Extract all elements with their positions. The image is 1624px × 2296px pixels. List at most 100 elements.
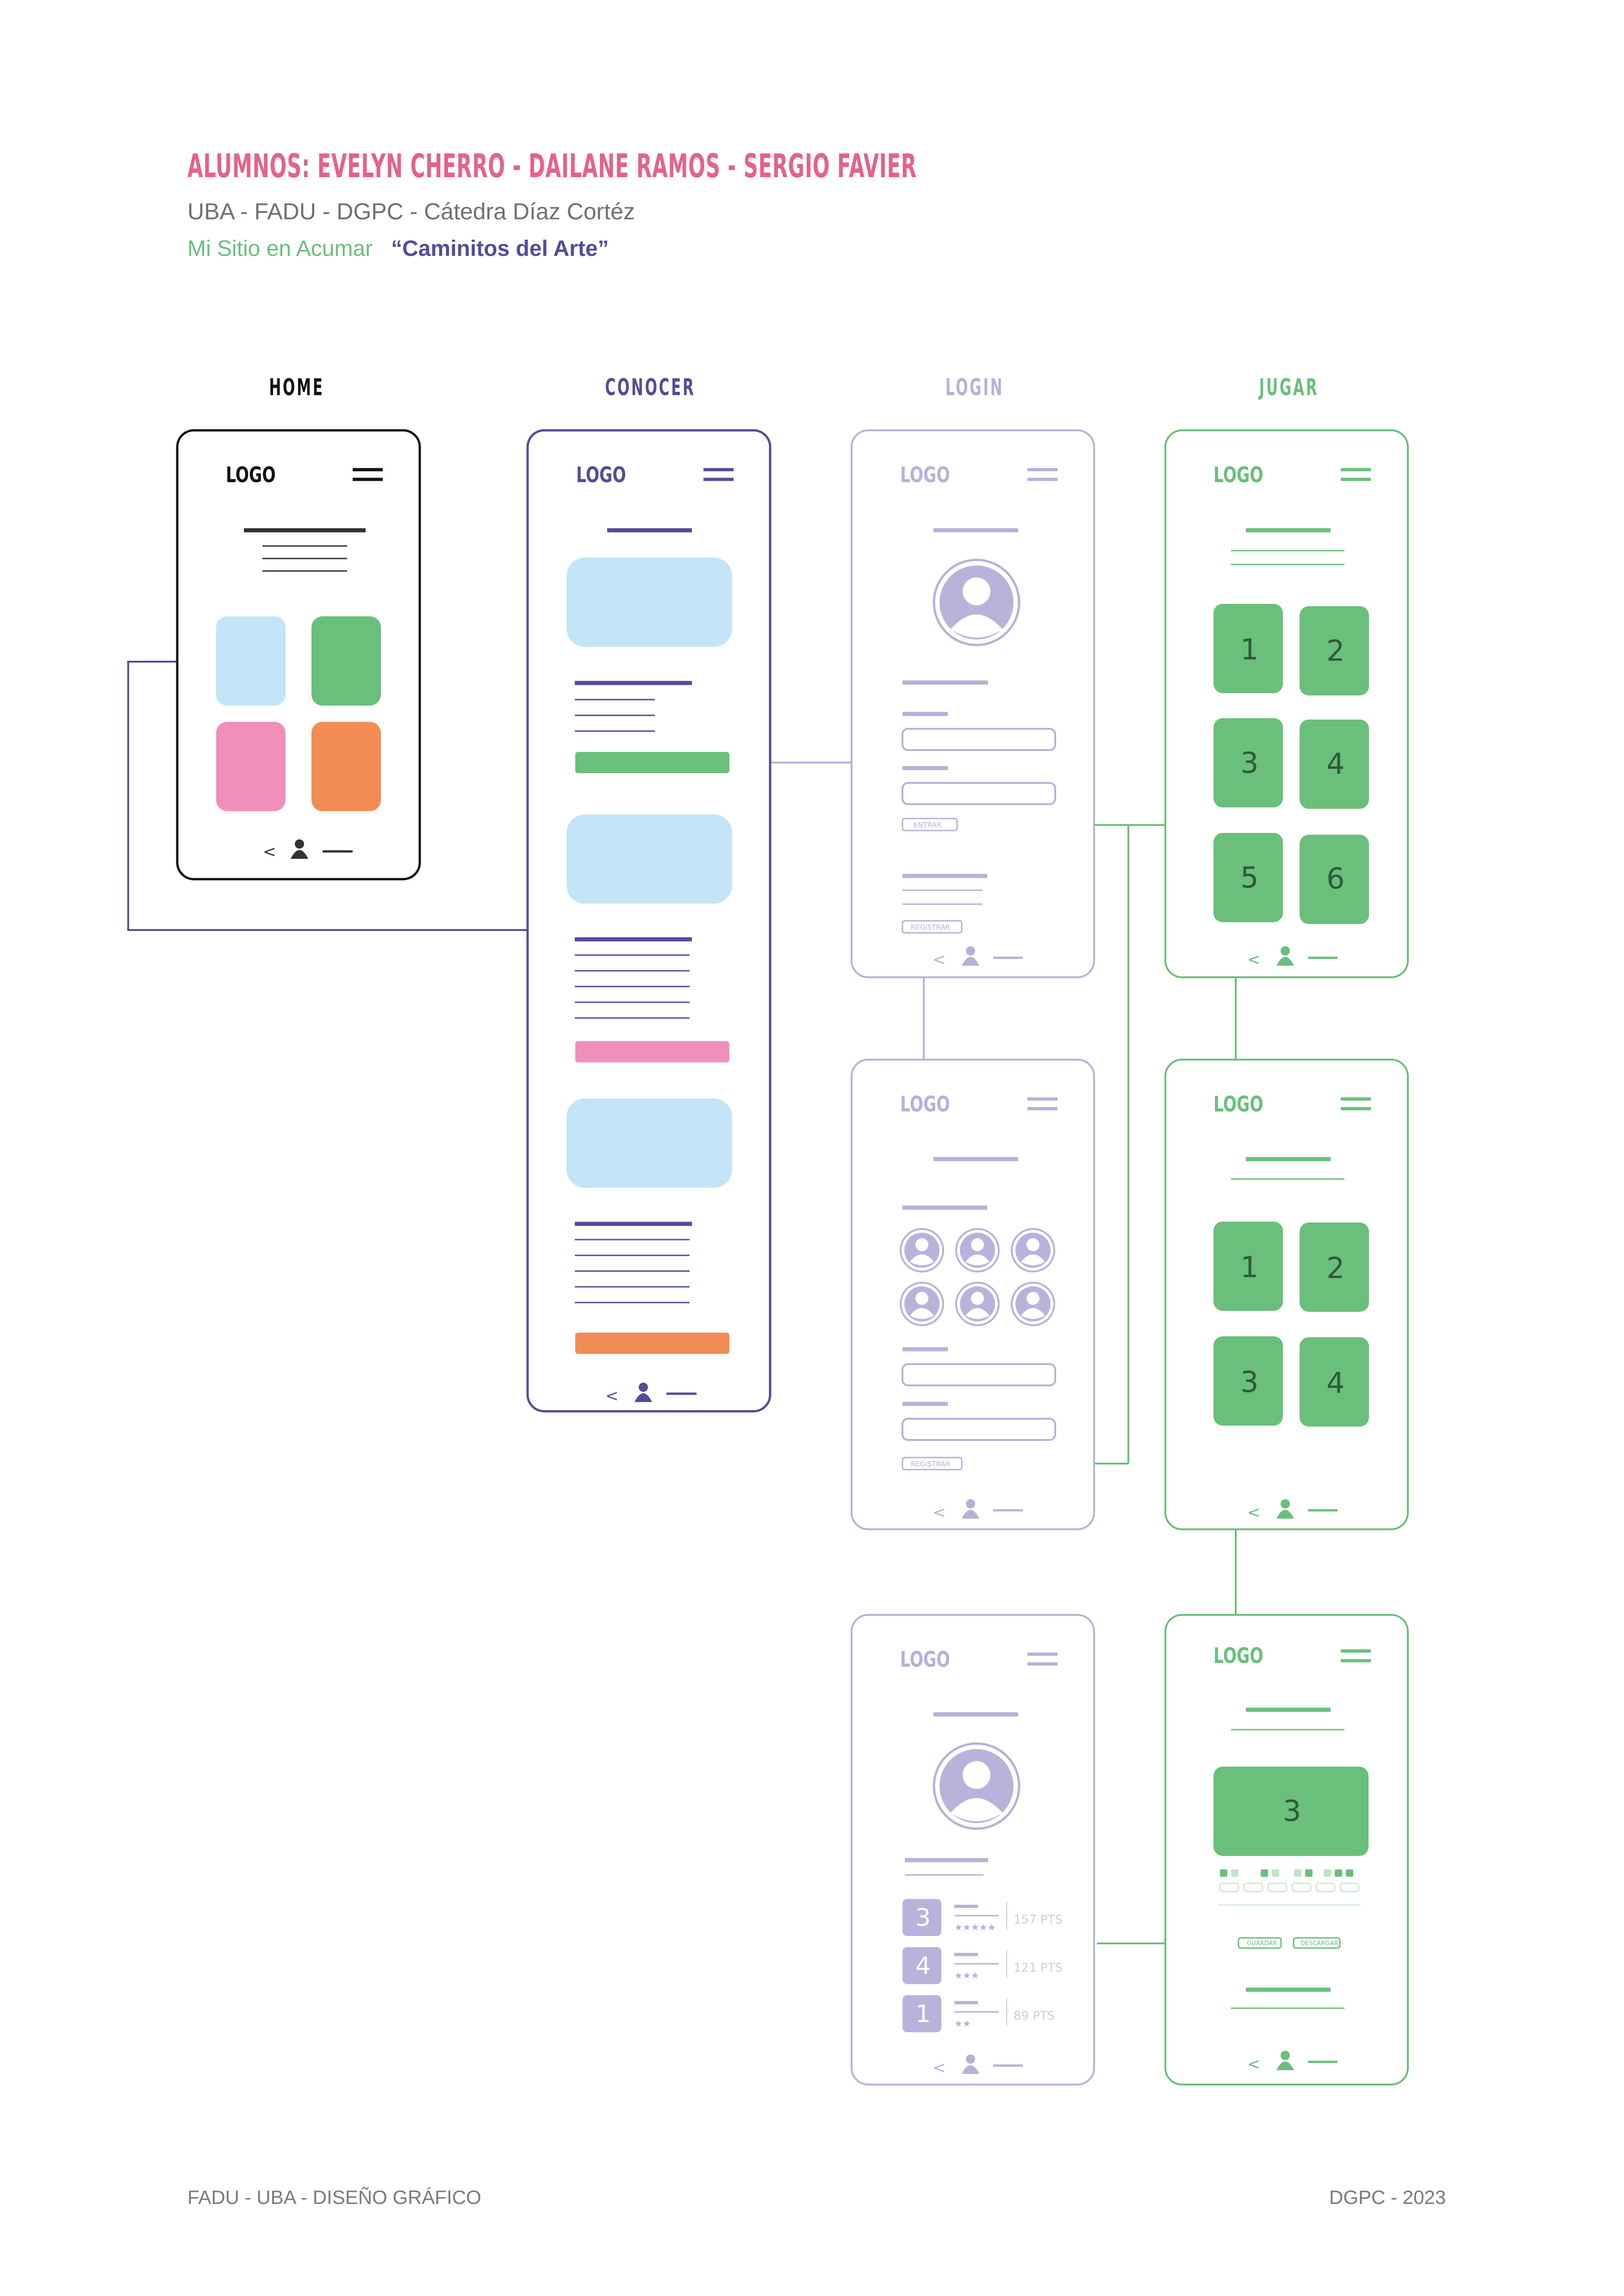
home-tile-pink[interactable] xyxy=(216,722,286,811)
user-icon xyxy=(635,1383,652,1402)
user-icon xyxy=(962,1499,979,1519)
avatar-option-icon xyxy=(900,1228,944,1272)
svg-text:1: 1 xyxy=(1240,1250,1258,1284)
avatar-option-icon xyxy=(900,1282,944,1326)
page-title: ALUMNOS: EVELYN CHERRO - DAILANE RAMOS -… xyxy=(187,147,917,185)
level-tile[interactable]: 3 xyxy=(1213,718,1283,807)
back-icon: < xyxy=(933,1503,946,1522)
column-header-login: LOGIN xyxy=(945,374,1004,401)
menu-icon[interactable] xyxy=(353,468,383,481)
level-tile[interactable]: 1 xyxy=(1213,1222,1283,1311)
bottom-nav: < xyxy=(605,1383,697,1405)
register-link-label: REGISTRAR xyxy=(911,923,950,931)
cta-button-green[interactable] xyxy=(575,752,729,773)
ranking-points: 89 PTS xyxy=(1014,2009,1055,2023)
ranking-points: 157 PTS xyxy=(1014,1913,1063,1927)
password-field[interactable] xyxy=(902,782,1056,805)
ranking-row: 1 ★★ 89 PTS xyxy=(902,1995,1055,2032)
ranking-row: 3 ★★★★★ 157 PTS xyxy=(902,1899,1063,1936)
ranking-row: 4 ★★★ 121 PTS xyxy=(902,1947,1063,1984)
ranking-stars: ★★★ xyxy=(954,1970,979,1981)
bottom-nav: < xyxy=(933,2054,1023,2077)
register-link[interactable]: REGISTRAR xyxy=(902,920,963,934)
menu-icon[interactable] xyxy=(1341,468,1371,481)
register-field-1[interactable] xyxy=(902,1363,1056,1386)
project-line: Mi Sitio en Acumar “Caminitos del Arte” xyxy=(187,236,609,261)
save-button-label: GUARDAR xyxy=(1247,1940,1277,1947)
cta-button-pink[interactable] xyxy=(575,1041,729,1062)
current-level-panel[interactable]: 3 xyxy=(1213,1767,1369,1856)
svg-text:3: 3 xyxy=(1240,746,1258,780)
home-tile-jugar[interactable] xyxy=(311,616,381,706)
svg-text:4: 4 xyxy=(1326,747,1344,781)
footer-left: FADU - UBA - DISEÑO GRÁFICO xyxy=(187,2186,481,2208)
bottom-nav: < xyxy=(1247,2051,1338,2073)
user-icon xyxy=(1276,946,1294,966)
bottom-nav: < xyxy=(263,839,353,861)
back-icon: < xyxy=(263,843,276,861)
level-tile[interactable]: 3 xyxy=(1213,1336,1283,1426)
menu-icon[interactable] xyxy=(1341,1649,1371,1663)
project-name: “Caminitos del Arte” xyxy=(391,236,609,261)
download-button[interactable]: DESCARGAR xyxy=(1293,1937,1341,1949)
level-tile[interactable]: 2 xyxy=(1300,1222,1369,1312)
project-label: Mi Sitio en Acumar xyxy=(187,236,373,261)
svg-text:6: 6 xyxy=(1326,862,1344,895)
menu-icon[interactable] xyxy=(1027,468,1058,481)
register-button[interactable]: REGISTRAR xyxy=(902,1457,963,1471)
ranking-level: 3 xyxy=(915,1904,931,1932)
content-image-1 xyxy=(566,558,732,647)
page-subtitle: UBA - FADU - DGPC - Cátedra Díaz Cortéz xyxy=(187,199,635,224)
user-icon xyxy=(1276,1499,1294,1519)
user-icon xyxy=(291,839,308,859)
back-icon: < xyxy=(1247,1503,1261,1522)
screen-game: LOGO 3 GUARDAR DESCARGAR < xyxy=(1164,1614,1409,2085)
level-tile[interactable]: 2 xyxy=(1300,606,1369,695)
level-tile[interactable]: 5 xyxy=(1213,833,1283,922)
screen-jugar-levels: LOGO 1 2 3 4 < xyxy=(1164,1059,1409,1530)
register-button-label: REGISTRAR xyxy=(911,1460,950,1468)
svg-text:3: 3 xyxy=(1283,1794,1301,1828)
back-icon: < xyxy=(1247,2055,1261,2073)
bottom-nav: < xyxy=(933,1499,1023,1522)
back-icon: < xyxy=(933,950,946,969)
phone-frame-login xyxy=(851,429,1095,978)
user-icon xyxy=(962,2054,979,2074)
level-tile[interactable]: 6 xyxy=(1300,835,1369,924)
svg-text:2: 2 xyxy=(1326,1251,1344,1285)
menu-icon[interactable] xyxy=(1341,1097,1371,1111)
progress-dots xyxy=(1220,1869,1353,1877)
register-field-2[interactable] xyxy=(902,1418,1056,1441)
avatar-option-icon xyxy=(1011,1282,1055,1326)
content-image-2 xyxy=(566,814,732,904)
save-button[interactable]: GUARDAR xyxy=(1238,1937,1282,1949)
screen-jugar: LOGO 1 2 3 4 5 6 < xyxy=(1164,429,1409,978)
ranking-level: 1 xyxy=(915,2000,931,2028)
level-tile[interactable]: 4 xyxy=(1300,720,1369,809)
menu-icon[interactable] xyxy=(703,468,734,481)
phone-frame-ranking xyxy=(851,1614,1095,2085)
phone-frame-home xyxy=(176,429,421,881)
home-tile-conocer[interactable] xyxy=(216,616,286,706)
logo-text: LOGO xyxy=(576,462,626,487)
login-button-label: ENTRAR xyxy=(914,821,941,829)
username-field[interactable] xyxy=(902,728,1056,751)
answer-slots[interactable] xyxy=(1219,1882,1360,1893)
logo-text: LOGO xyxy=(1213,1092,1263,1117)
avatar-choices[interactable] xyxy=(900,1228,1055,1326)
column-header-jugar: JUGAR xyxy=(1259,374,1319,401)
level-tile[interactable]: 1 xyxy=(1213,604,1283,693)
phone-frame-jugar xyxy=(1164,429,1409,978)
ranking-stars: ★★★★★ xyxy=(954,1922,996,1933)
svg-text:2: 2 xyxy=(1326,634,1344,668)
menu-icon[interactable] xyxy=(1027,1097,1058,1111)
svg-text:5: 5 xyxy=(1240,861,1258,894)
cta-button-orange[interactable] xyxy=(575,1333,729,1354)
profile-avatar-icon xyxy=(933,1742,1020,1830)
home-tile-orange[interactable] xyxy=(311,722,381,811)
ranking-level: 4 xyxy=(915,1952,931,1980)
logo-text: LOGO xyxy=(226,462,276,487)
login-button[interactable]: ENTRAR xyxy=(902,818,958,832)
menu-icon[interactable] xyxy=(1027,1652,1058,1666)
level-tile[interactable]: 4 xyxy=(1300,1337,1369,1427)
